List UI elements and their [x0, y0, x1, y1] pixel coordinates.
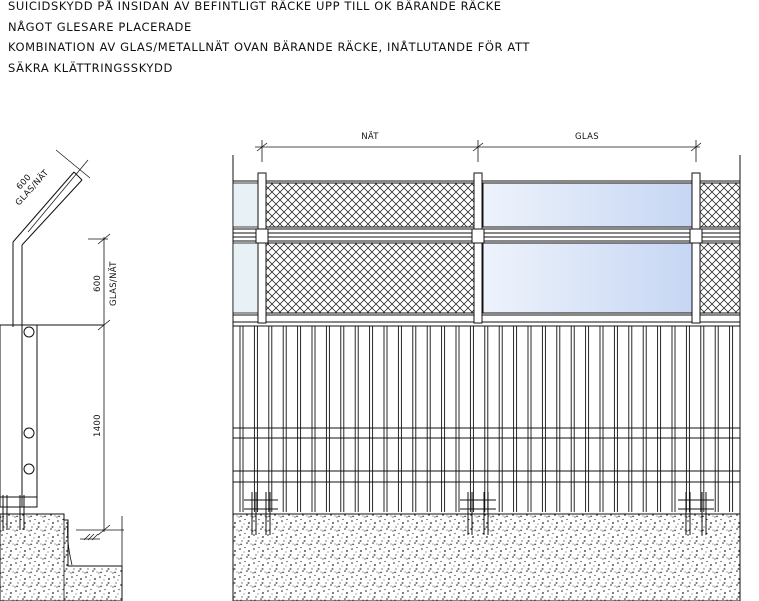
net-label: NÄT	[361, 131, 379, 142]
note-line: SUICIDSKYDD PÅ INSIDAN AV BEFINTLIGT RÄC…	[8, 0, 502, 13]
elevation-view: NÄT GLAS	[232, 131, 741, 601]
lower-balusters	[239, 326, 734, 512]
note-line: KOMBINATION AV GLAS/METALLNÄT OVAN BÄRAN…	[8, 40, 531, 54]
upper-material-text: GLAS/NÄT	[108, 261, 119, 306]
section-foundation	[0, 513, 124, 601]
post-bases	[244, 492, 714, 535]
glass-label: GLAS	[575, 132, 599, 142]
height-dimension	[88, 233, 111, 536]
mesh-panel	[263, 242, 476, 314]
mesh-panel	[263, 182, 476, 228]
lower-rails	[233, 427, 740, 483]
upper-panels	[232, 182, 741, 314]
note-line: SÄKRA KLÄTTRINGSSKYDD	[8, 60, 173, 75]
upper-dim-text: 600	[93, 275, 103, 292]
incline-dimension	[27, 149, 91, 233]
top-dimension-chain	[255, 140, 702, 162]
lower-railing-post	[0, 324, 104, 530]
horizontal-rails	[233, 180, 740, 327]
glass-panel	[482, 182, 694, 228]
note-line: NÅGOT GLESARE PLACERADE	[8, 19, 192, 34]
inclined-barrier	[12, 171, 83, 327]
posts	[255, 172, 703, 324]
notes-block: SUICIDSKYDD PÅ INSIDAN AV BEFINTLIGT RÄC…	[8, 0, 530, 78]
glass-panel	[482, 242, 694, 314]
lower-dim-text: 1400	[93, 414, 103, 437]
section-view: 600 GLAS/NÄT 600 GLAS/N	[0, 149, 124, 601]
elevation-foundation	[232, 513, 741, 601]
